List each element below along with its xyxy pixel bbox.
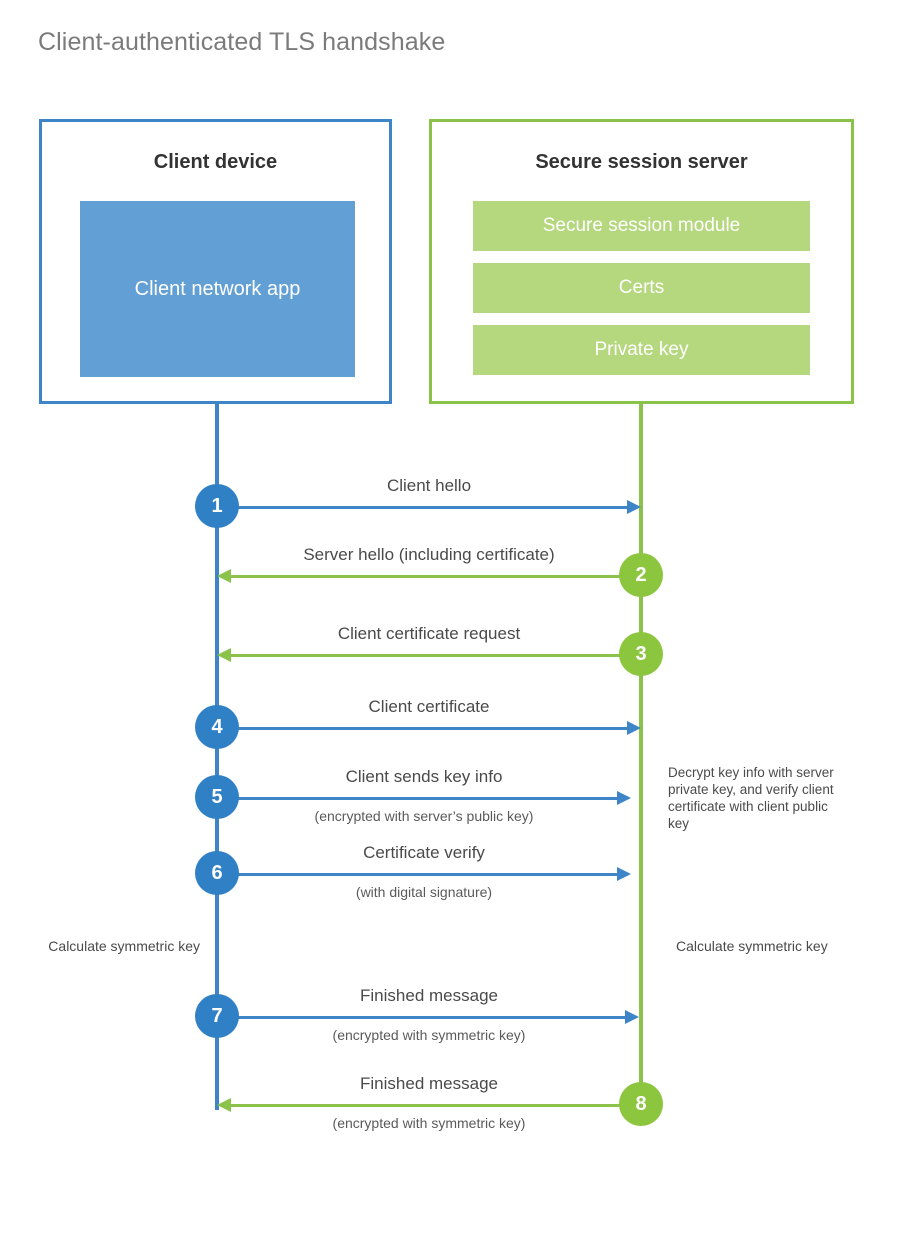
step-circle-7: 7 bbox=[195, 994, 239, 1038]
message-4-label: Client certificate bbox=[368, 697, 490, 716]
client-device-box: Client device Client network app bbox=[39, 119, 392, 404]
message-7-line bbox=[217, 1016, 625, 1019]
message-4-line bbox=[217, 727, 627, 730]
message-8-arrowhead bbox=[217, 1098, 231, 1112]
message-5-label: Client sends key info bbox=[345, 767, 503, 786]
server-component-secure-session-module: Secure session module bbox=[473, 201, 810, 251]
secure-session-server-box: Secure session server Secure session mod… bbox=[429, 119, 854, 404]
message-1-arrowhead bbox=[627, 500, 641, 514]
message-4-arrowhead bbox=[627, 721, 641, 735]
message-8-line bbox=[231, 1104, 641, 1107]
step-circle-8: 8 bbox=[619, 1082, 663, 1126]
page-title: Client-authenticated TLS handshake bbox=[38, 28, 446, 56]
server-component-certs: Certs bbox=[473, 263, 810, 313]
message-8-label: Finished message bbox=[360, 1074, 498, 1093]
message-3-label: Client certificate request bbox=[337, 624, 521, 643]
message-6-line bbox=[217, 873, 617, 876]
server-component-private-key: Private key bbox=[473, 325, 810, 375]
message-5-arrowhead bbox=[617, 791, 631, 805]
step-circle-5: 5 bbox=[195, 775, 239, 819]
step-number-2: 2 bbox=[635, 563, 647, 586]
message-6-sublabel: (with digital signature) bbox=[355, 884, 493, 900]
step-circle-2: 2 bbox=[619, 553, 663, 597]
message-6-arrowhead bbox=[617, 867, 631, 881]
message-5-sublabel: (encrypted with server’s public key) bbox=[314, 808, 534, 824]
secure-session-server-title: Secure session server bbox=[535, 151, 748, 173]
message-2-line bbox=[231, 575, 641, 578]
message-2-arrowhead bbox=[217, 569, 231, 583]
client-lifeline bbox=[215, 402, 219, 1110]
step-number-1: 1 bbox=[211, 494, 223, 517]
message-1-label: Client hello bbox=[386, 476, 472, 495]
step-circle-4: 4 bbox=[195, 705, 239, 749]
step-circle-6: 6 bbox=[195, 851, 239, 895]
note-client-calculate-symmetric-key: Calculate symmetric key bbox=[48, 938, 200, 954]
note-server-calculate-symmetric-key: Calculate symmetric key bbox=[676, 938, 828, 954]
message-7-sublabel: (encrypted with symmetric key) bbox=[332, 1027, 526, 1043]
message-8-sublabel: (encrypted with symmetric key) bbox=[332, 1115, 526, 1131]
step-number-3: 3 bbox=[635, 642, 647, 665]
step-number-5: 5 bbox=[211, 785, 223, 808]
step-number-4: 4 bbox=[211, 715, 223, 738]
message-1-line bbox=[217, 506, 627, 509]
message-7-label: Finished message bbox=[360, 986, 498, 1005]
server-lifeline bbox=[639, 402, 643, 1106]
message-3-line bbox=[231, 654, 641, 657]
step-circle-3: 3 bbox=[619, 632, 663, 676]
message-5-line bbox=[217, 797, 617, 800]
step-number-8: 8 bbox=[635, 1092, 647, 1115]
message-6-label: Certificate verify bbox=[363, 843, 485, 862]
message-7-arrowhead bbox=[625, 1010, 639, 1024]
client-network-app-block: Client network app bbox=[80, 201, 355, 377]
step-number-7: 7 bbox=[211, 1004, 223, 1027]
message-3-arrowhead bbox=[217, 648, 231, 662]
step-number-6: 6 bbox=[211, 861, 223, 884]
step-circle-1: 1 bbox=[195, 484, 239, 528]
client-device-title: Client device bbox=[153, 151, 278, 173]
note-server-decrypt: Decrypt key info with server private key… bbox=[668, 765, 834, 831]
message-2-label: Server hello (including certificate) bbox=[303, 545, 555, 564]
